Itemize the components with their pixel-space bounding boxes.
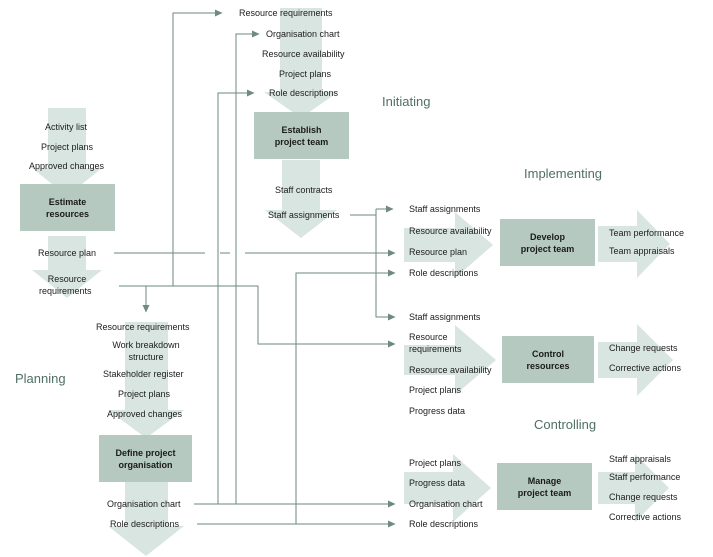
develop-input-label: Staff assignments	[409, 204, 481, 214]
manage-input-label: Organisation chart	[409, 499, 483, 509]
control-input-label: Progress data	[409, 406, 466, 416]
phase-planning: Planning	[15, 371, 66, 386]
manage-input-label: Progress data	[409, 478, 466, 488]
establish-output-arrow	[265, 160, 337, 238]
develop-output-arrow	[598, 210, 670, 278]
develop-input-label: Resource plan	[409, 247, 468, 257]
connector-staff-assignments-bracket	[364, 209, 395, 317]
connector-roles-to-establish	[217, 89, 255, 504]
manage-input-arrow	[404, 454, 491, 522]
define-input-label: Work breakdown	[112, 340, 180, 350]
develop-input-label: Resource availability	[409, 226, 492, 236]
establish-input-label: Organisation chart	[266, 29, 340, 39]
develop-input-label: Role descriptions	[409, 268, 479, 278]
manage-output-label: Change requests	[609, 492, 678, 502]
control-output-label: Change requests	[609, 343, 678, 353]
define-input-label: Resource requirements	[96, 322, 190, 332]
estimate-output-label: requirements	[39, 286, 92, 296]
phase-controlling: Controlling	[534, 417, 597, 432]
estimate-input-label: Project plans	[41, 142, 94, 152]
define-output-label: Role descriptions	[110, 519, 180, 529]
establish-input-arrow	[264, 8, 338, 118]
develop-output-label: Team appraisals	[609, 246, 675, 256]
connector-staff-assignments	[350, 209, 393, 215]
phase-initiating: Initiating	[382, 94, 431, 109]
establish-input-label: Resource availability	[262, 49, 345, 59]
define-input-arrow	[108, 322, 184, 438]
estimate-output-arrow	[32, 236, 102, 298]
define-input-label: Approved changes	[107, 409, 183, 419]
control-input-label: Resource availability	[409, 365, 492, 375]
establish-input-label: Role descriptions	[269, 88, 339, 98]
control-input-label: Staff assignments	[409, 312, 481, 322]
connector-org-chart-to-establish	[194, 30, 260, 505]
estimate-output-label: Resource	[47, 274, 87, 284]
manage-output-arrow	[598, 454, 669, 522]
control-input-label: requirements	[409, 344, 462, 354]
estimate-input-label: Activity list	[45, 122, 88, 132]
connector-lines	[114, 9, 396, 528]
develop-output-label: Team performance	[609, 228, 685, 238]
control-input-label: Project plans	[409, 385, 462, 395]
connector-res-req-to-establish	[119, 9, 223, 287]
define-output-arrow	[108, 478, 184, 556]
establish-output-label: Staff contracts	[275, 185, 333, 195]
control-output-arrow	[598, 324, 673, 396]
connector-res-req-to-control	[173, 285, 396, 348]
control-output-label: Corrective actions	[609, 363, 682, 373]
define-input-label: Project plans	[118, 389, 171, 399]
flow-arrows	[32, 8, 673, 556]
estimate-output-label: Resource plan	[38, 248, 97, 258]
control-input-label: Resource	[409, 332, 448, 342]
establish-input-label: Resource requirements	[239, 8, 333, 18]
phase-implementing: Implementing	[524, 166, 603, 181]
estimate-input-arrow	[32, 108, 102, 196]
define-input-label: Stakeholder register	[103, 369, 184, 379]
estimate-input-label: Approved changes	[29, 161, 105, 171]
establish-input-label: Project plans	[279, 69, 332, 79]
manage-output-label: Staff performance	[609, 472, 681, 482]
manage-input-label: Role descriptions	[409, 519, 479, 529]
manage-output-label: Corrective actions	[609, 512, 682, 522]
manage-input-label: Project plans	[409, 458, 462, 468]
establish-output-label: Staff assignments	[268, 210, 340, 220]
connector-roles-to-develop	[295, 269, 396, 524]
develop-input-arrow	[404, 212, 493, 278]
control-input-arrow	[404, 325, 496, 395]
manage-output-label: Staff appraisals	[609, 454, 671, 464]
define-input-label: structure	[128, 352, 164, 362]
define-output-label: Organisation chart	[107, 499, 181, 509]
